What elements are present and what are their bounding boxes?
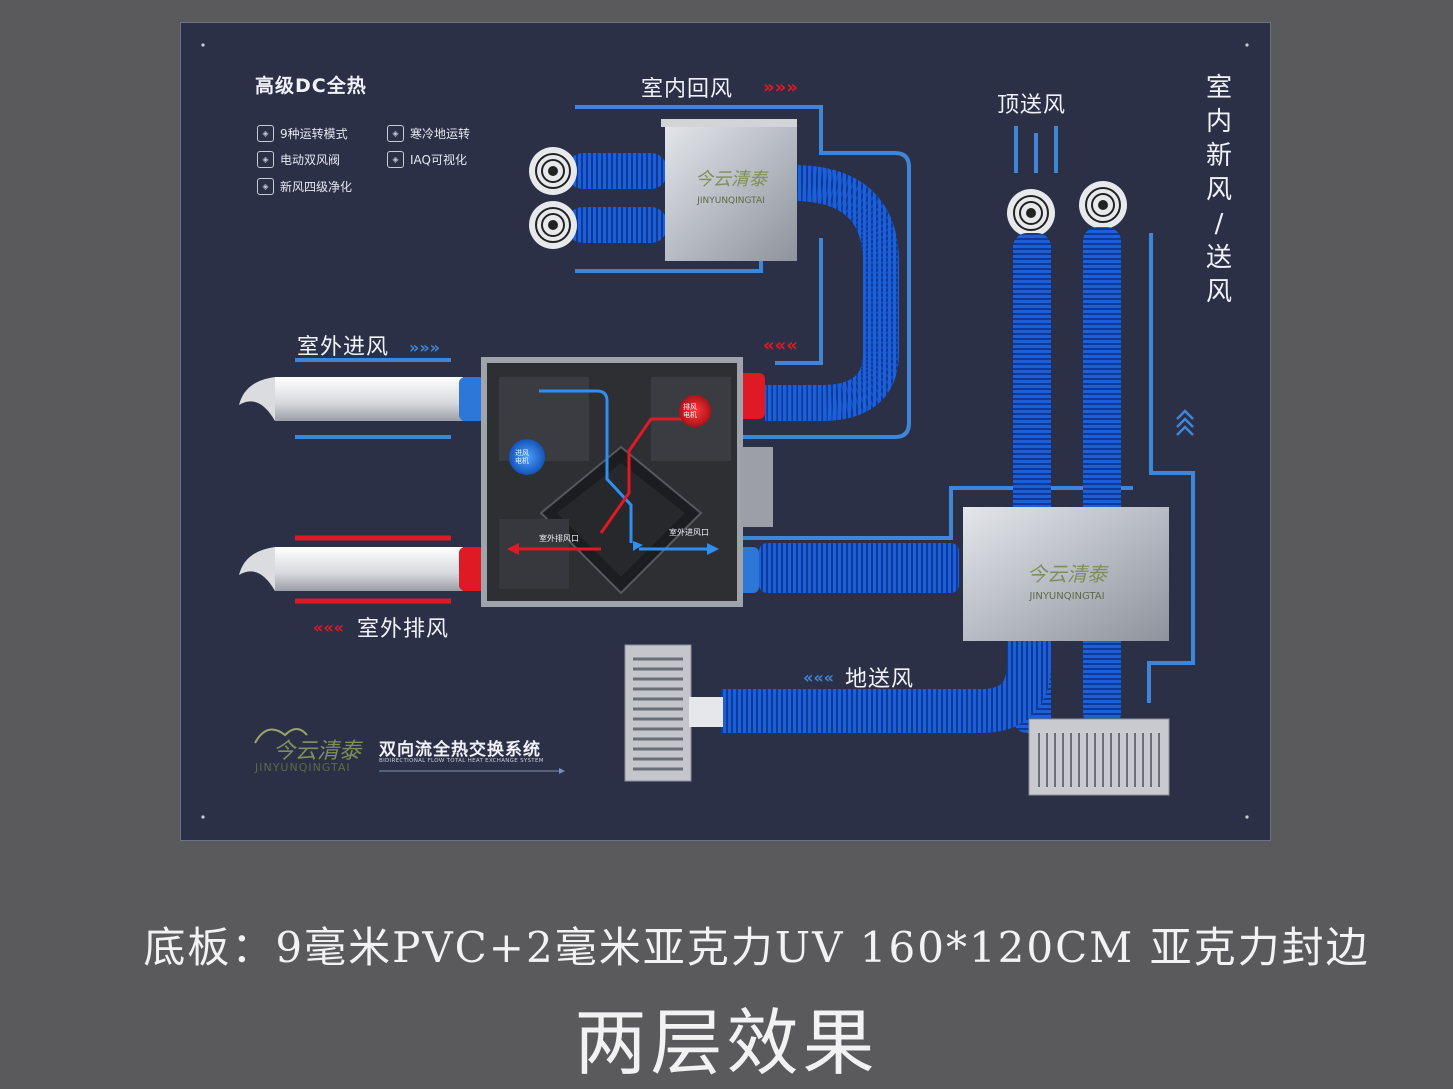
system-subtitle: BIDIRECTIONAL FLOW TOTAL HEAT EXCHANGE S… [379, 758, 544, 764]
feature-item: ◈ 电动双风阀 [257, 151, 340, 168]
effect-caption: 两层效果 [574, 1001, 879, 1085]
vchar: 风 [1205, 175, 1232, 205]
brand-name: 今云清泰 [273, 739, 362, 764]
spec-caption: 底板：9毫米PVC+2毫米亚克力UV 160*120CM 亚克力封边 [143, 923, 1370, 972]
feature-item: ◈ 寒冷地运转 [387, 125, 470, 142]
svg-text:JINYUNQINGTAI: JINYUNQINGTAI [696, 196, 765, 206]
feature-item: ◈ IAQ可视化 [387, 151, 467, 168]
heat-exchanger-unit [481, 357, 773, 607]
svg-text:JINYUNQINGTAI: JINYUNQINGTAI [1028, 591, 1104, 602]
label-indoor-fresh: 室 内 新 风 / 送 风 [1204, 71, 1234, 309]
feature-check-icon: ◈ [257, 125, 274, 142]
chevrons-return-down: ««« [763, 335, 798, 356]
brand-logo-mark [254, 728, 308, 744]
vchar: 送 [1205, 243, 1232, 273]
chevrons-return: »»» [763, 77, 798, 98]
intake-motor-label: 进风 电机 [515, 449, 529, 465]
vchar: 新 [1205, 141, 1232, 171]
vchar: 风 [1205, 277, 1232, 307]
feature-label: 电动双风阀 [280, 153, 341, 167]
round-diffusers [529, 147, 1127, 249]
label-indoor-return: 室内回风 [641, 77, 734, 102]
feature-check-icon: ◈ [257, 151, 274, 168]
blue-guide-lines [295, 105, 1195, 703]
feature-check-icon: ◈ [257, 178, 274, 195]
floor-grille-right [1028, 718, 1170, 796]
supply-distribution-box: 今云清泰 JINYUNQINGTAI [963, 507, 1169, 641]
label-outdoor-exhaust: 室外排风 [357, 617, 450, 642]
brand-pinyin: JINYUNQINGTAI [255, 761, 351, 774]
feature-item: ◈ 9种运转模式 [257, 125, 348, 142]
exhaust-motor-label: 排风 电机 [683, 403, 697, 419]
exhaust-port-label: 室外排风口 [539, 534, 579, 543]
return-distribution-box: 今云清泰 JINYUNQINGTAI [661, 119, 797, 261]
svg-text:今云清泰: 今云清泰 [695, 169, 769, 190]
vchar: 内 [1205, 107, 1232, 137]
return-collar [737, 373, 765, 419]
svg-text:今云清泰: 今云清泰 [1027, 562, 1109, 586]
corner-screws [201, 43, 1249, 819]
feature-item: ◈ 新风四级净化 [257, 178, 352, 195]
chevrons-floor: ««« [803, 668, 834, 687]
feature-label: 9种运转模式 [280, 127, 348, 141]
feature-check-icon: ◈ [387, 125, 404, 142]
display-board: 今云清泰 JINYUNQINGTAI 今云清泰 JINYUNQINGTAI [180, 22, 1271, 841]
supply-hose-right [1083, 227, 1121, 727]
outdoor-intake-pipe [239, 377, 485, 421]
vchar: 室 [1205, 73, 1232, 103]
chevrons-up [1176, 409, 1194, 436]
floor-hose [721, 623, 1051, 733]
floor-grille-left [624, 644, 723, 782]
label-floor-supply: 地送风 [845, 667, 915, 692]
system-diagram: 今云清泰 JINYUNQINGTAI 今云清泰 JINYUNQINGTAI [201, 43, 1249, 819]
feature-label: 寒冷地运转 [410, 127, 471, 141]
fresh-hose [759, 543, 959, 593]
intake-port-label: 室外进风口 [669, 528, 709, 537]
outdoor-exhaust-pipe [239, 547, 485, 591]
feature-label: IAQ可视化 [410, 153, 467, 167]
features-title: 高级DC全热 [255, 75, 367, 97]
feature-label: 新风四级净化 [280, 180, 353, 194]
feature-check-icon: ◈ [387, 151, 404, 168]
label-outdoor-intake: 室外进风 [297, 335, 390, 360]
chevrons-intake: »»» [409, 338, 440, 357]
return-hoses [567, 153, 899, 421]
red-guide-lines [295, 535, 451, 604]
vchar: / [1214, 209, 1224, 239]
system-title: 双向流全热交换系统 [379, 740, 541, 760]
label-top-supply: 顶送风 [997, 93, 1067, 118]
chevrons-exhaust: ««« [313, 618, 344, 637]
